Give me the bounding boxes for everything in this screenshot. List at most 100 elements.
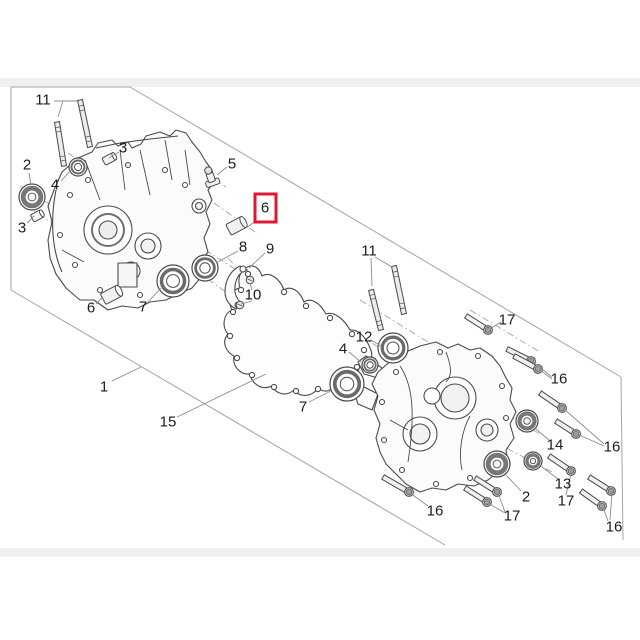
stud-11-right-a: [367, 288, 385, 332]
screw-slot: [247, 278, 253, 282]
page-bands: [0, 78, 640, 557]
screw-slot: [237, 303, 243, 307]
bolt-hex: [558, 404, 566, 412]
callout-12: 12: [356, 329, 373, 346]
stud-thread: [400, 307, 406, 310]
leader-line: [248, 252, 266, 269]
leader-line: [176, 373, 267, 418]
callout-10: 10: [245, 287, 262, 304]
bushing-6-top: [225, 216, 248, 236]
leader-line: [147, 287, 162, 303]
stud-thread: [370, 297, 376, 300]
seal-lip-ring: [485, 452, 509, 476]
stud-thread: [78, 104, 84, 107]
frame-border-line: [10, 289, 446, 546]
callout-4: 4: [339, 341, 347, 358]
bearing-ball-ring: [380, 335, 406, 361]
bearing-inner-race: [386, 341, 400, 355]
leader-line: [370, 339, 382, 347]
stud-thread: [369, 293, 375, 296]
callout-16: 16: [551, 371, 568, 388]
callout-5: 5: [228, 156, 236, 173]
top-gray-band: [0, 78, 640, 87]
bottom-gray-band: [0, 548, 640, 557]
callout-11: 11: [35, 92, 51, 109]
seal-bore: [529, 457, 537, 465]
leader-line: [504, 473, 522, 492]
leader-line: [535, 428, 550, 441]
bushing-end: [38, 209, 45, 218]
seal-bore: [492, 459, 502, 469]
bearing-ball-ring: [70, 159, 86, 175]
bolt-hex: [572, 430, 580, 438]
bearing-inner-race: [199, 262, 211, 274]
bearing-inner-race: [366, 361, 374, 369]
callout-8: 8: [239, 239, 247, 256]
callout-3: 3: [18, 220, 26, 237]
leader-line: [539, 369, 553, 380]
stud-thread: [377, 324, 383, 327]
leader-line: [576, 433, 605, 447]
bushing-3-bottom: [30, 209, 45, 223]
leader-line: [487, 502, 506, 514]
bearing-ball-ring: [332, 369, 362, 399]
frame-border-line: [129, 86, 622, 378]
leader-line: [541, 466, 559, 480]
callout-13: 13: [555, 476, 572, 493]
callout-9: 9: [266, 241, 274, 258]
diagram-frame: [10, 86, 624, 546]
stud-thread: [86, 140, 92, 143]
bolt-hex: [484, 326, 492, 334]
bushing-6-bottom: [100, 284, 124, 305]
leader-line: [563, 408, 605, 445]
bolt-hex: [598, 502, 606, 510]
seal-lip-ring: [525, 453, 541, 469]
leader-line: [28, 172, 32, 186]
stud-thread: [393, 275, 399, 278]
bolt-hex: [567, 467, 575, 475]
stud-11-left-a: [53, 121, 68, 167]
stud-thread: [399, 302, 405, 305]
bushing-end: [114, 284, 124, 297]
callout-16: 16: [606, 519, 623, 536]
callout-15: 15: [160, 414, 177, 431]
leader-line: [240, 300, 253, 305]
bearing-inner-race: [339, 376, 355, 392]
highlighted-callout-box: [253, 192, 278, 224]
stud-thread: [59, 155, 65, 158]
callout-7: 7: [139, 299, 147, 316]
callout-4: 4: [51, 177, 59, 194]
callout-1: 1: [100, 379, 108, 396]
leader-line: [532, 361, 553, 378]
bolt-hex: [493, 488, 501, 496]
stud-thread: [60, 159, 66, 162]
fitting-ball: [204, 166, 213, 175]
stud-thread: [79, 109, 85, 112]
bolt-hex: [607, 487, 615, 495]
leader-line: [370, 257, 373, 287]
leader-line: [60, 169, 72, 182]
leader-line: [602, 506, 609, 522]
callout-17: 17: [504, 508, 521, 525]
seal-lip-ring: [20, 185, 44, 209]
callout-17: 17: [558, 493, 575, 510]
stud-thread: [85, 135, 91, 138]
leader-line: [565, 473, 572, 496]
callout-16: 16: [604, 439, 621, 456]
leader-line: [57, 100, 64, 118]
leader-line: [497, 492, 506, 513]
frame-border-line: [620, 376, 624, 541]
stud-thread: [376, 320, 382, 323]
fitting-5: [204, 166, 221, 188]
callout-16: 16: [427, 503, 444, 520]
leader-line: [308, 390, 332, 403]
bearing-inner-race: [73, 162, 83, 172]
callout-3: 3: [119, 140, 127, 157]
leader-line: [489, 321, 502, 330]
bearing-ball-ring: [363, 358, 377, 372]
bearing-ball-ring: [159, 267, 187, 295]
stud-thread: [392, 270, 398, 273]
leader-line: [374, 256, 393, 268]
callout-6: 6: [87, 300, 95, 317]
